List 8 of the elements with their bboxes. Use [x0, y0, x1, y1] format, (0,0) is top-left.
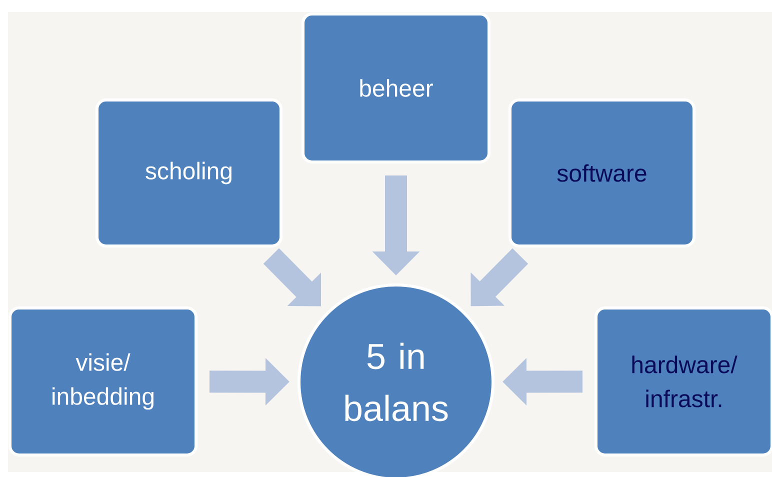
process-box: beheer — [302, 12, 490, 164]
process-box: visie/ inbedding — [8, 306, 198, 456]
process-box: scholing — [96, 98, 282, 248]
process-box: hardware/ infrastr. — [594, 306, 772, 456]
circle-node: 5 in balans — [298, 284, 494, 477]
process-box: software — [508, 98, 696, 248]
block-arrow — [263, 248, 322, 306]
block-arrow — [470, 248, 528, 306]
